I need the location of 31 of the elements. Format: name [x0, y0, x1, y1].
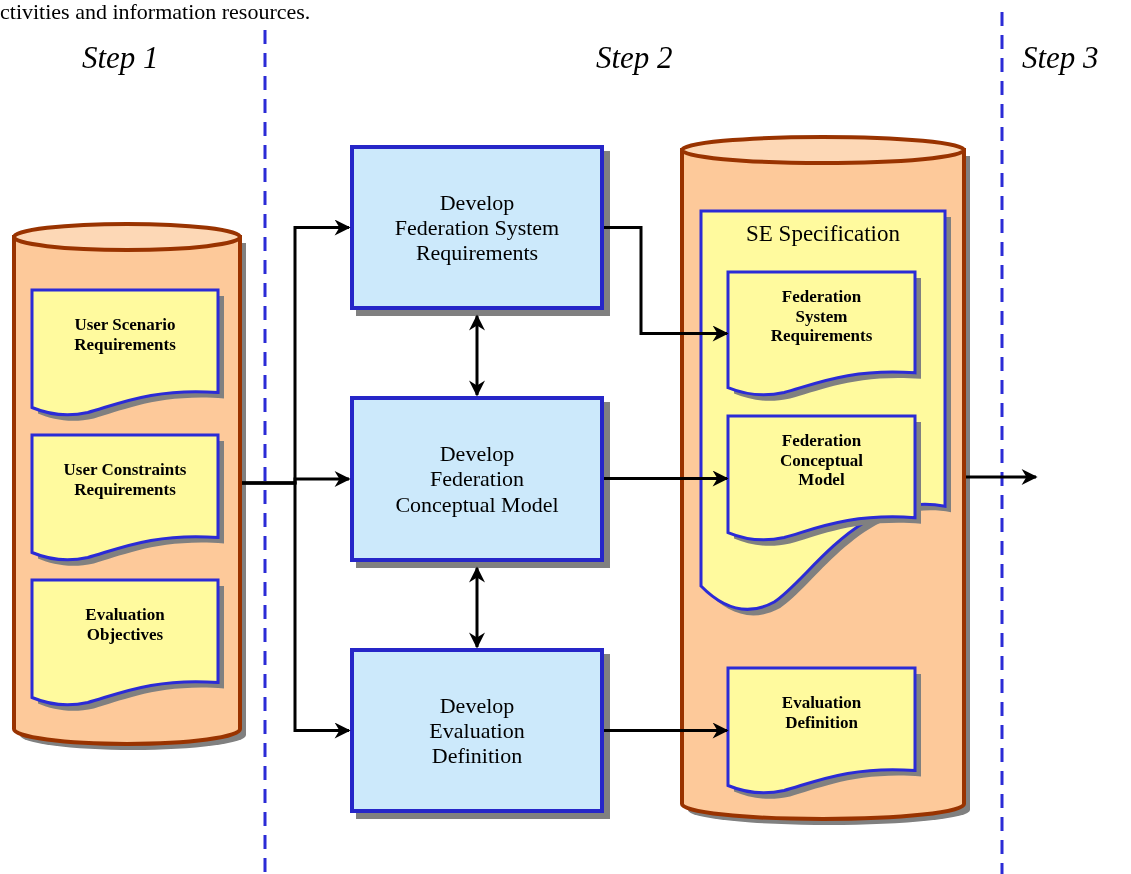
- node-label: User Constraints Requirements: [62, 460, 188, 500]
- document-shape: [728, 416, 921, 546]
- document-shape: [32, 290, 224, 421]
- document-shape: [728, 668, 921, 799]
- document-shape: [701, 211, 951, 616]
- document-shape: [32, 580, 224, 711]
- document-heading: SE Specification: [746, 221, 900, 248]
- process-box: [350, 648, 610, 819]
- node-label: Evaluation Definition: [780, 693, 863, 733]
- node-label: Federation System Requirements: [769, 286, 874, 346]
- arrow: [966, 469, 1038, 485]
- document-shape: [728, 272, 921, 401]
- arrow: [242, 481, 351, 739]
- arrow: [604, 722, 729, 739]
- step-label: Step 1: [82, 40, 159, 76]
- arrow: [604, 226, 729, 342]
- arrow: [469, 314, 485, 397]
- arrow: [469, 566, 485, 649]
- node-label: Develop Federation System Requirements: [393, 189, 561, 266]
- node-label: Evaluation Objectives: [84, 605, 166, 645]
- process-box: [350, 145, 610, 316]
- node-label: Develop Federation Conceptual Model: [394, 441, 560, 517]
- node-label: User Scenario Requirements: [73, 315, 177, 355]
- process-box: [350, 396, 610, 568]
- node-label: Develop Evaluation Definition: [428, 692, 526, 769]
- arrow: [604, 470, 729, 487]
- step-label: Step 2: [596, 40, 673, 76]
- node-label: Federation Conceptual Model: [778, 431, 865, 490]
- document-shape: [32, 435, 224, 566]
- text-fragment: ctivities and information resources.: [0, 0, 311, 25]
- step-label: Step 3: [1022, 40, 1099, 76]
